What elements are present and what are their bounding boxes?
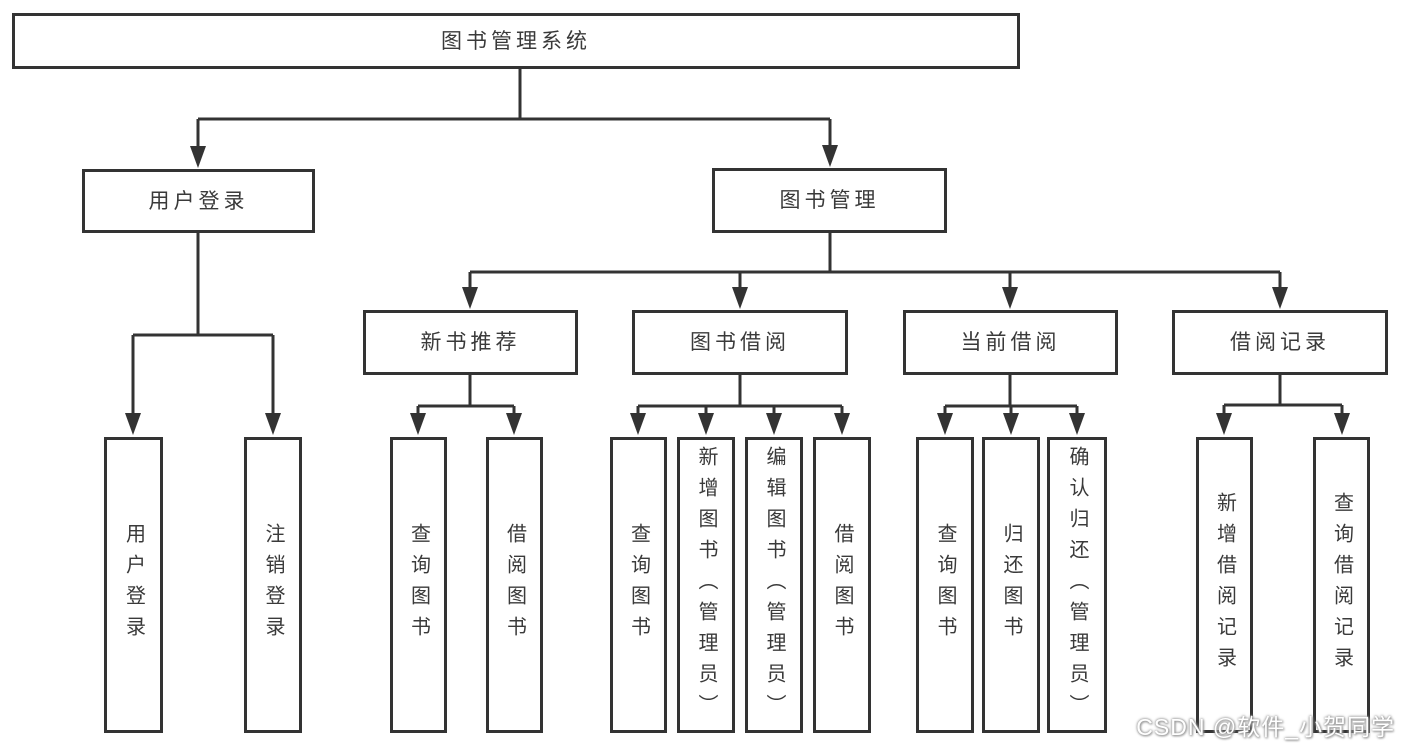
node-bb-add-books-admin: 新增图书（管理员） <box>677 437 735 733</box>
arrowhead-icon <box>1334 413 1350 435</box>
node-bb-borrow-books: 借阅图书 <box>813 437 871 733</box>
node-label: 借阅记录 <box>1230 331 1330 354</box>
node-label: 新书推荐 <box>420 331 521 354</box>
node-bb-edit-books-admin: 编辑图书（管理员） <box>745 437 803 733</box>
node-nbr-query-books: 查询图书 <box>390 437 447 733</box>
arrowhead-icon <box>937 413 953 435</box>
node-br-add-record: 新增借阅记录 <box>1196 437 1253 733</box>
arrowhead-icon <box>822 145 838 167</box>
node-book-management: 图书管理 <box>712 168 947 233</box>
arrowhead-icon <box>1216 413 1232 435</box>
node-current-borrowing: 当前借阅 <box>903 310 1118 375</box>
node-label: 用户登录 <box>122 523 145 647</box>
node-borrowing-records: 借阅记录 <box>1172 310 1388 375</box>
arrowhead-icon <box>1272 287 1288 309</box>
node-logout-leaf: 注销登录 <box>244 437 302 733</box>
node-label: 新增图书（管理员） <box>695 445 717 725</box>
arrowhead-icon <box>834 413 850 435</box>
arrowhead-icon <box>732 287 748 309</box>
arrowhead-icon <box>125 413 141 435</box>
node-book-borrowing: 图书借阅 <box>632 310 848 375</box>
arrowhead-icon <box>190 146 206 168</box>
arrowhead-icon <box>630 413 646 435</box>
arrowhead-icon <box>1003 413 1019 435</box>
node-label: 查询借阅记录 <box>1330 492 1353 678</box>
node-label: 归还图书 <box>1000 523 1022 647</box>
node-bb-query-books: 查询图书 <box>610 437 667 733</box>
node-br-query-record: 查询借阅记录 <box>1313 437 1370 733</box>
node-cb-query-books: 查询图书 <box>916 437 974 733</box>
arrowhead-icon <box>766 413 782 435</box>
arrowhead-icon <box>1069 413 1085 435</box>
arrowhead-icon <box>1002 287 1018 309</box>
node-label: 图书管理 <box>779 189 880 212</box>
node-label: 图书管理系统 <box>441 29 591 53</box>
node-root-system: 图书管理系统 <box>12 13 1020 69</box>
node-user-login: 用户登录 <box>82 169 315 233</box>
node-label: 注销登录 <box>262 523 284 647</box>
node-label: 查询图书 <box>627 523 650 647</box>
arrowhead-icon <box>410 413 426 435</box>
node-label: 查询图书 <box>934 523 956 647</box>
node-nbr-borrow-books: 借阅图书 <box>486 437 543 733</box>
node-label: 用户登录 <box>148 189 249 213</box>
node-label: 确认归还（管理员） <box>1066 445 1088 725</box>
node-label: 新增借阅记录 <box>1213 492 1236 678</box>
node-new-book-recommend: 新书推荐 <box>363 310 578 375</box>
node-label: 编辑图书（管理员） <box>763 445 785 725</box>
arrowhead-icon <box>506 413 522 435</box>
node-label: 当前借阅 <box>960 331 1061 354</box>
node-cb-confirm-return-admin: 确认归还（管理员） <box>1047 437 1107 733</box>
node-cb-return-books: 归还图书 <box>982 437 1040 733</box>
node-label: 图书借阅 <box>690 331 790 354</box>
csdn-watermark: CSDN @软件_小贺同学 <box>1136 714 1395 740</box>
arrowhead-icon <box>698 413 714 435</box>
arrowhead-icon <box>265 413 281 435</box>
arrowhead-icon <box>462 287 478 309</box>
node-label: 借阅图书 <box>831 523 853 647</box>
node-user-login-leaf: 用户登录 <box>104 437 163 733</box>
node-label: 借阅图书 <box>503 523 526 647</box>
node-label: 查询图书 <box>407 523 430 647</box>
